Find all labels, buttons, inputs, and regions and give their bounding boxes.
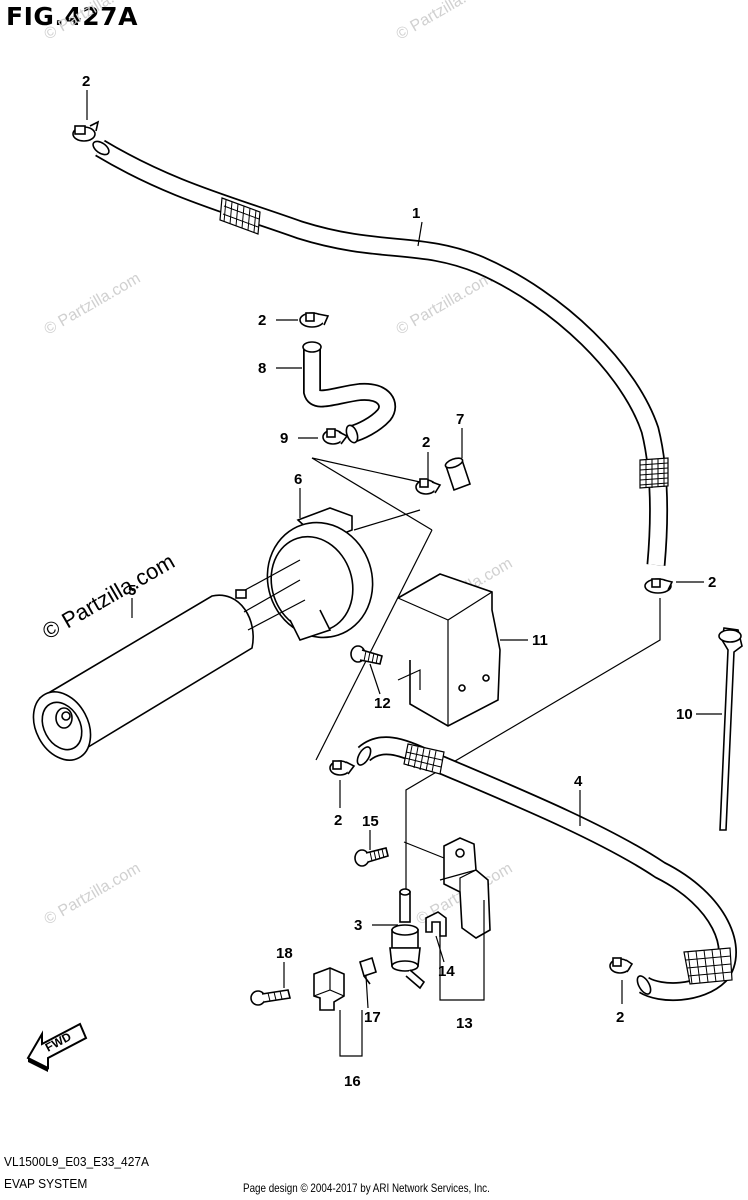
- braided-section: [403, 743, 733, 985]
- clamp-17: [359, 956, 377, 985]
- callout-2: 2: [708, 574, 716, 591]
- callout-7: 7: [456, 411, 464, 428]
- hose-4: [356, 736, 737, 1002]
- section-title: EVAP SYSTEM: [4, 1176, 88, 1191]
- leader-lines: [86, 90, 722, 1009]
- callout-17: 17: [364, 1009, 381, 1026]
- callout-10: 10: [676, 706, 693, 723]
- watermark-text: © Partzilla.com: [394, 0, 496, 43]
- callout-2: 2: [334, 812, 342, 829]
- watermarks: © Partzilla.com © Partzilla.com © Partzi…: [38, 0, 515, 928]
- bolt-12: [350, 645, 383, 665]
- clamp-2-right: [644, 578, 674, 594]
- callout-8: 8: [258, 360, 266, 377]
- valve-3: [389, 888, 426, 990]
- callout-2: 2: [616, 1009, 624, 1026]
- copyright-footer: Page design © 2004-2017 by ARI Network S…: [243, 1181, 490, 1195]
- clamp-2-top: [72, 120, 100, 142]
- callout-2: 2: [82, 73, 90, 90]
- bolt-18: [250, 989, 291, 1006]
- bracket-16: [313, 967, 363, 1057]
- callout-15: 15: [362, 813, 379, 830]
- watermark-text: © Partzilla.com: [394, 270, 496, 339]
- callout-12: 12: [374, 695, 391, 712]
- callouts: 2 1 2 8 9 2 7 6 5 2 10 11 12 4 2 15 3 14…: [82, 73, 716, 1090]
- callout-5: 5: [128, 582, 136, 599]
- hose-8: [302, 341, 397, 444]
- clamp-9: [322, 428, 349, 445]
- clip-14: [425, 911, 447, 937]
- bolt-15: [354, 847, 389, 867]
- callout-14: 14: [438, 963, 455, 980]
- bracket-13: [439, 837, 491, 1001]
- figure-code: VL1500L9_E03_E33_427A: [4, 1154, 149, 1169]
- watermark-text: © Partzilla.com: [42, 860, 144, 929]
- assembly-guide-lines: [311, 457, 661, 890]
- band-10: [718, 627, 743, 831]
- clamp-2-hose7: [415, 478, 442, 495]
- figure-title: FIG.427A: [6, 2, 138, 31]
- cover-11: [397, 573, 501, 727]
- callout-2: 2: [258, 312, 266, 329]
- callout-6: 6: [294, 471, 302, 488]
- callout-11: 11: [532, 632, 548, 649]
- callout-3: 3: [354, 917, 362, 934]
- clamp-2-hose4-right: [609, 957, 634, 974]
- callout-18: 18: [276, 945, 293, 962]
- watermark-text: © Partzilla.com: [42, 0, 144, 43]
- braided-section: [219, 197, 669, 489]
- fwd-arrow: FWD: [26, 1022, 88, 1072]
- pump-5: [32, 559, 306, 761]
- clamp-2-hose4-left: [329, 760, 356, 776]
- hose-1: [92, 139, 669, 566]
- hose-7: [444, 457, 472, 492]
- callout-1: 1: [412, 205, 420, 222]
- callout-2: 2: [422, 434, 430, 451]
- holder-6: [266, 507, 374, 641]
- callout-13: 13: [456, 1015, 473, 1032]
- callout-4: 4: [574, 773, 583, 790]
- watermark-text: © Partzilla.com: [42, 270, 144, 339]
- callout-9: 9: [280, 430, 288, 447]
- callout-16: 16: [344, 1073, 361, 1090]
- clamp-2-hose8: [299, 312, 330, 328]
